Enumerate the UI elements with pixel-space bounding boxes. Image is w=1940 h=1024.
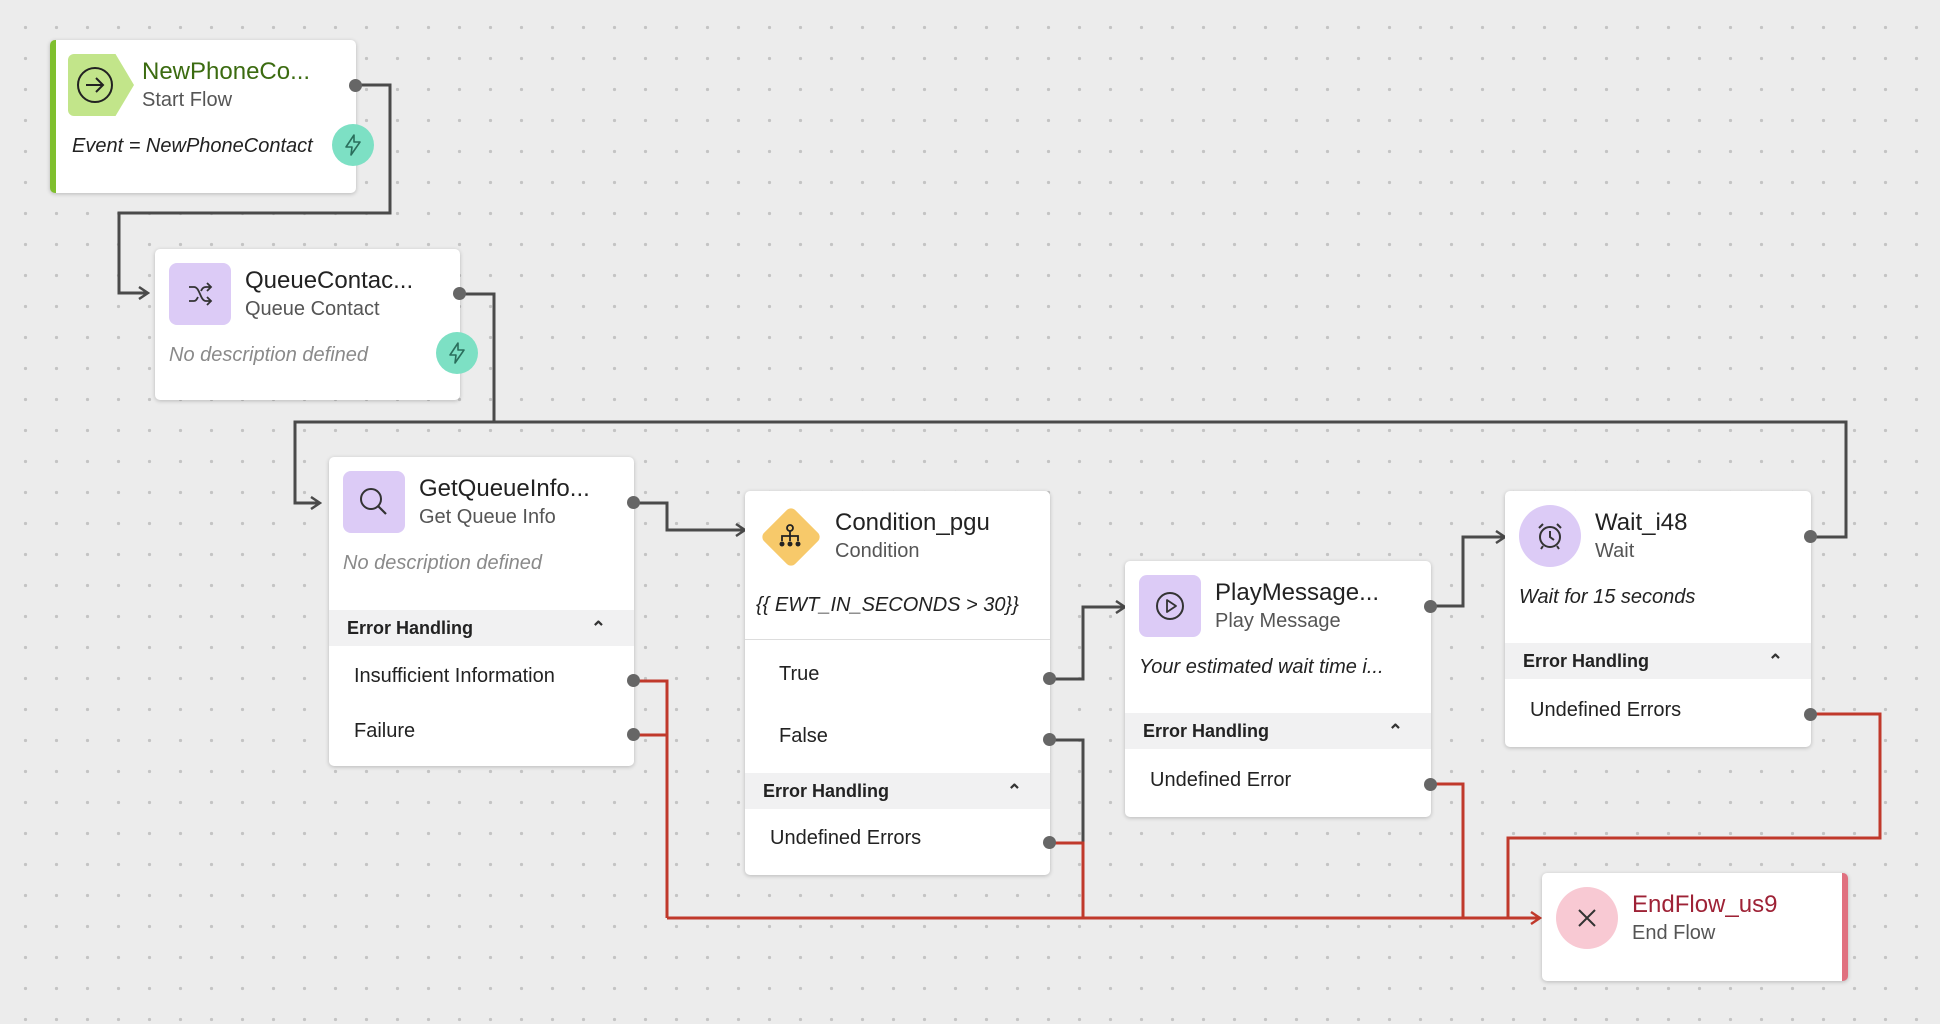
event-lightning-icon[interactable] [332,124,374,166]
wire-play-to-wait [1431,537,1505,608]
wire-error-play [1431,782,1465,918]
chevron-up-icon[interactable]: ⌃ [1387,721,1403,741]
start-icon-badge [68,54,134,116]
error-output-label: Undefined Errors [1530,699,1682,721]
wire-error-condition [1050,841,1085,918]
error-port[interactable] [627,728,640,741]
node-icon-badge [759,505,823,569]
chevron-up-icon[interactable]: ⌃ [1767,651,1783,671]
error-port[interactable] [1804,708,1817,721]
node-description: Wait for 15 seconds [1519,586,1696,608]
output-label: True [779,663,820,685]
node-description: Your estimated wait time i... [1139,656,1384,678]
node-type: End Flow [1632,922,1716,944]
output-port-false[interactable] [1043,733,1056,746]
error-output-label: Undefined Error [1150,769,1292,791]
error-handling-header[interactable]: Error Handling ⌃ [1505,643,1811,679]
node-icon-badge [1519,505,1581,567]
node-description: {{ EWT_IN_SECONDS > 30}} [756,594,1019,616]
node-title: EndFlow_us9 [1632,891,1778,918]
play-circle-icon [1156,592,1184,620]
node-title: Wait_i48 [1595,509,1688,536]
error-port[interactable] [1043,836,1056,849]
wire-false [1050,738,1085,918]
search-icon [360,488,387,515]
output-port[interactable] [627,496,640,509]
error-port[interactable] [627,674,640,687]
node-type: Wait [1595,540,1635,562]
output-label: False [779,725,828,747]
node-type: Get Queue Info [419,506,556,528]
error-handling-label: Error Handling [347,618,474,638]
queue-contact-node[interactable]: QueueContac... Queue Contact No descript… [155,249,466,400]
node-description: No description defined [343,552,543,574]
error-handling-header[interactable]: Error Handling ⌃ [329,610,634,646]
output-port-true[interactable] [1043,672,1056,685]
condition-node[interactable]: Condition_pgu Condition {{ EWT_IN_SECOND… [745,491,1056,875]
node-type: Play Message [1215,610,1341,632]
node-description: No description defined [169,344,369,366]
chevron-up-icon[interactable]: ⌃ [1006,781,1022,801]
output-label: Insufficient Information [354,665,555,687]
branch-icon [779,524,801,547]
node-icon-badge [343,471,405,533]
wire-error-insufficient [633,679,669,918]
error-handling-header[interactable]: Error Handling ⌃ [745,773,1050,809]
node-type: Start Flow [142,89,233,111]
node-icon-badge [169,263,231,325]
node-type: Queue Contact [245,298,380,320]
error-handling-header[interactable]: Error Handling ⌃ [1125,713,1431,749]
wire-getqueue-to-condition [633,501,745,530]
output-port[interactable] [1804,530,1817,543]
error-port[interactable] [1424,778,1437,791]
output-port[interactable] [453,287,466,300]
node-title: PlayMessage... [1215,579,1380,606]
end-flow-node[interactable]: EndFlow_us9 End Flow [1542,873,1848,981]
node-title: NewPhoneCo... [142,58,311,85]
output-port[interactable] [349,79,362,92]
node-title: GetQueueInfo... [419,475,590,502]
error-handling-label: Error Handling [1523,651,1650,671]
node-icon-badge [1139,575,1201,637]
start-flow-node[interactable]: NewPhoneCo... Start Flow Event = NewPhon… [50,40,362,193]
error-handling-label: Error Handling [763,781,890,801]
close-icon [1578,909,1596,927]
get-queue-info-node[interactable]: GetQueueInfo... Get Queue Info No descri… [329,457,640,766]
wait-node[interactable]: Wait_i48 Wait Wait for 15 seconds Error … [1505,491,1817,747]
node-icon-badge [1556,887,1618,949]
chevron-up-icon[interactable]: ⌃ [590,618,606,638]
node-type: Condition [835,540,920,562]
node-description: Event = NewPhoneContact [72,135,313,157]
node-title: QueueContac... [245,267,414,294]
arrow-right-circle-icon [77,67,113,103]
play-message-node[interactable]: PlayMessage... Play Message Your estimat… [1125,561,1437,817]
alarm-clock-icon [1538,523,1562,550]
error-output-label: Undefined Errors [770,827,922,849]
event-lightning-icon[interactable] [436,332,478,374]
divider [745,639,1050,640]
output-label: Failure [354,720,416,742]
output-port[interactable] [1424,600,1437,613]
shuffle-icon [189,282,213,306]
error-handling-label: Error Handling [1143,721,1270,741]
wire-true-to-play [1050,607,1125,681]
node-title: Condition_pgu [835,509,990,536]
